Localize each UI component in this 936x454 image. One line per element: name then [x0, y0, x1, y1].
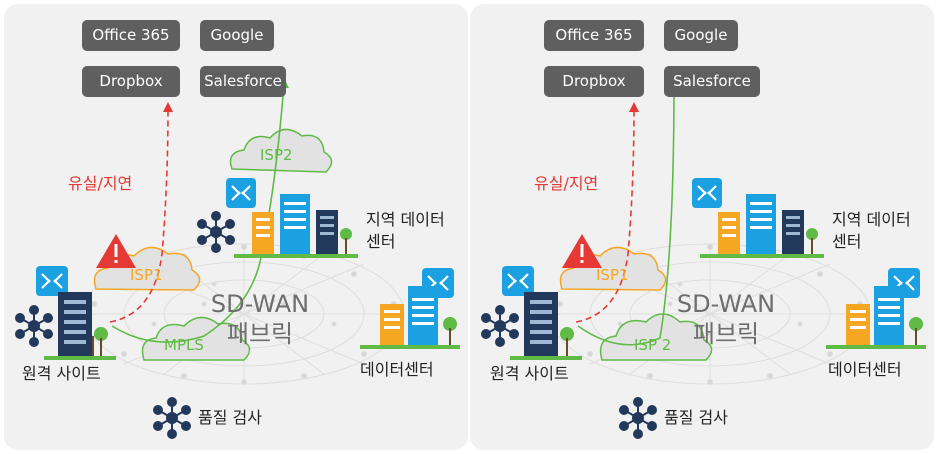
right-panel: Office 365 Google Dropbox Salesforce 유실/… [470, 4, 934, 450]
mpls-path [111, 83, 285, 343]
datacenter-buildings-icon [826, 286, 926, 349]
fabric-title-line2: 패브릭 [692, 320, 760, 348]
remote-site-hub-icon [481, 305, 519, 347]
remote-site-router-icon [502, 266, 534, 296]
regional-dc-buildings-icon [234, 194, 358, 258]
loss-latency-label: 유실/지연 [68, 174, 133, 193]
loss-path-arrow [629, 102, 639, 112]
google-box: Google [664, 20, 738, 51]
regional-dc-hub-icon [197, 211, 235, 253]
remote-site-building-icon [510, 292, 582, 360]
regional-dc-buildings-icon [700, 194, 824, 258]
isp2-path [577, 83, 675, 346]
isp2-cloud [229, 128, 333, 173]
isp1-label: ISP1 [130, 266, 163, 284]
regional-dc-label-line2: 센터 [832, 232, 862, 251]
salesforce-box: Salesforce [664, 66, 760, 97]
quality-check-hub-icon [619, 397, 657, 439]
regional-dc-router-icon [692, 178, 722, 208]
remote-site-label: 원격 사이트 [22, 364, 101, 383]
office365-box: Office 365 [544, 20, 644, 51]
datacenter-label: 데이터센터 [828, 360, 902, 379]
regional-dc-label-line1: 지역 데이터 [366, 210, 445, 229]
quality-check-label: 품질 검사 [198, 408, 262, 427]
remote-site-router-icon [36, 266, 68, 296]
office365-box: Office 365 [82, 20, 180, 51]
google-box: Google [200, 20, 274, 51]
isp1-label: ISP1 [596, 266, 629, 284]
loss-path-arrow [163, 102, 173, 112]
remote-site-building-icon [44, 292, 116, 360]
datacenter-label: 데이터센터 [360, 360, 434, 379]
quality-check-label: 품질 검사 [664, 408, 728, 427]
regional-dc-label-line1: 지역 데이터 [832, 210, 911, 229]
fabric-mesh [549, 243, 871, 385]
warning-icon [562, 234, 602, 268]
remote-site-label: 원격 사이트 [490, 364, 569, 383]
loss-latency-label: 유실/지연 [534, 174, 599, 193]
fabric-title-line2: 패브릭 [226, 320, 294, 348]
left-panel-graphics [15, 78, 460, 439]
warning-icon [96, 234, 136, 268]
isp2-label: ISP 2 [634, 336, 672, 354]
salesforce-box: Salesforce [200, 66, 286, 97]
mpls-label: MPLS [164, 336, 204, 354]
quality-check-hub-icon [153, 397, 191, 439]
regional-dc-label-line2: 센터 [366, 232, 396, 251]
fabric-title-line1: SD-WAN [676, 290, 776, 318]
remote-site-hub-icon [15, 305, 53, 347]
left-panel: Office 365 Google Dropbox Salesforce 유실/… [4, 4, 468, 450]
datacenter-buildings-icon [360, 286, 460, 349]
dropbox-box: Dropbox [82, 66, 180, 97]
isp2-cloud [599, 313, 713, 361]
fabric-title-line1: SD-WAN [210, 290, 310, 318]
isp2-label: ISP2 [260, 146, 293, 164]
regional-dc-router-icon [226, 178, 256, 208]
dropbox-box: Dropbox [544, 66, 644, 97]
right-panel-graphics [481, 78, 926, 439]
